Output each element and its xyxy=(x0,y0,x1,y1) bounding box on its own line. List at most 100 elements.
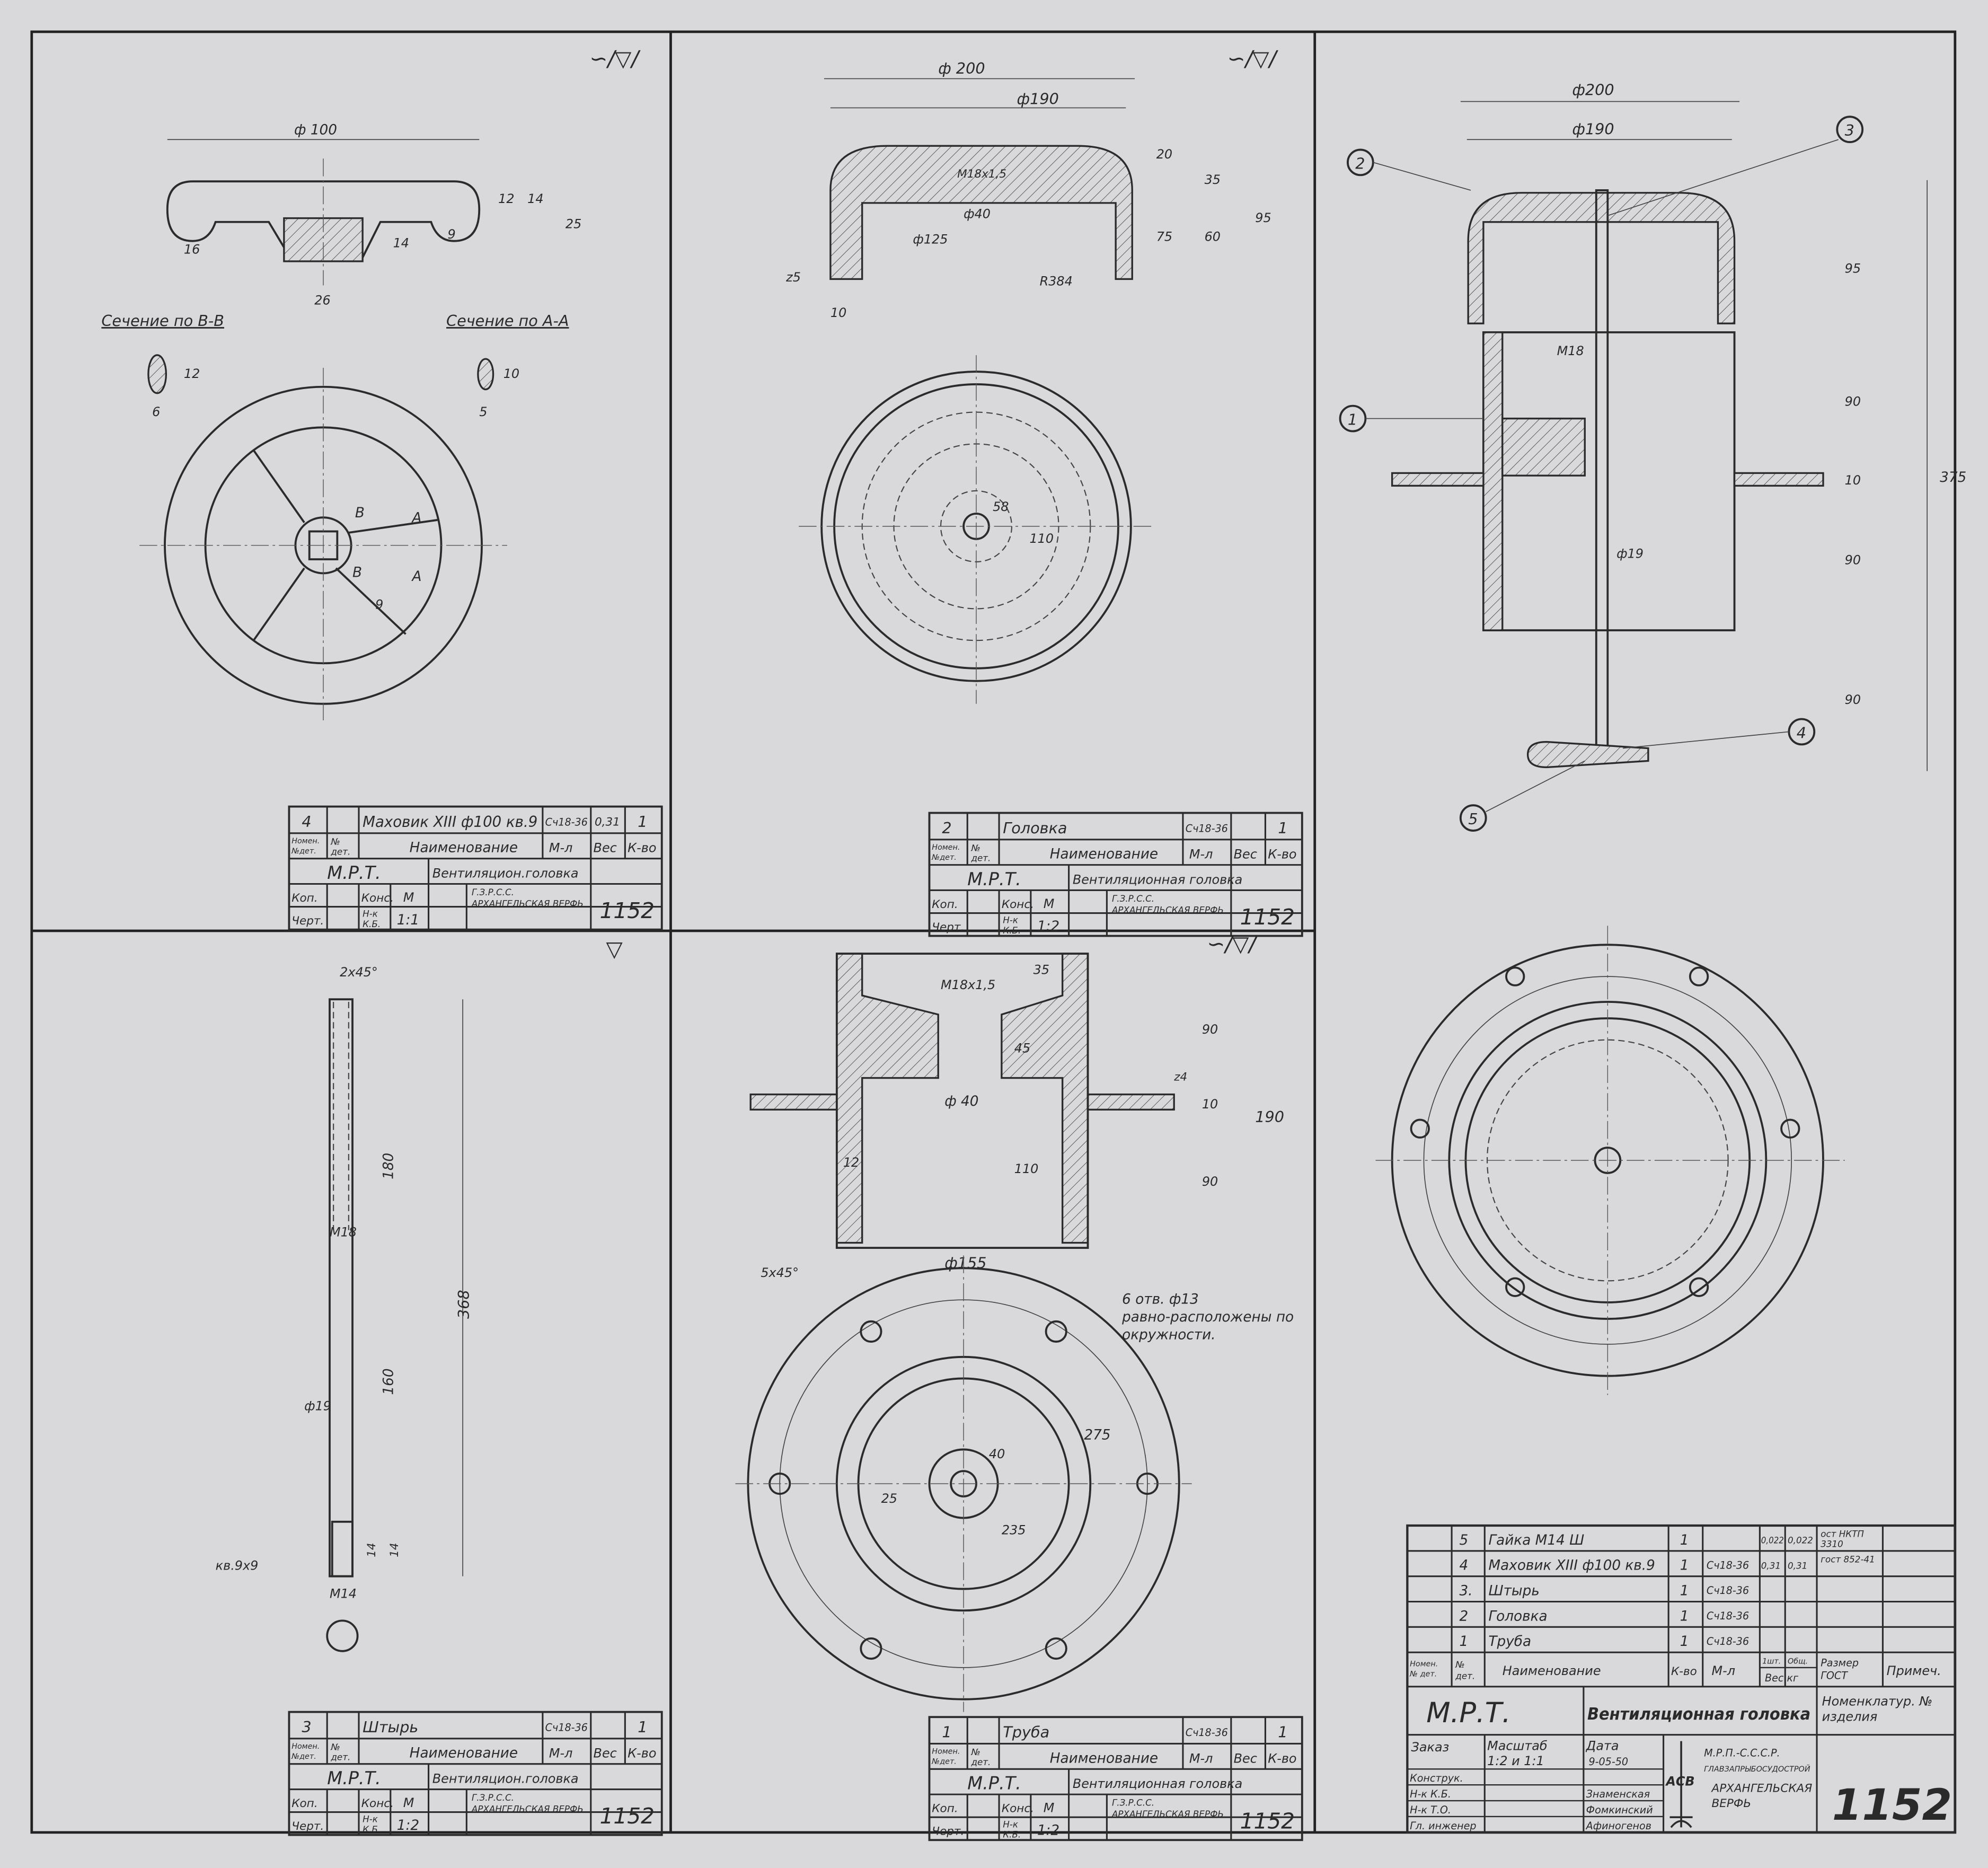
text-line: К.Б. xyxy=(1003,1829,1021,1839)
balloon-label: 3 xyxy=(1845,121,1854,139)
dimension-label: 14 xyxy=(388,1543,401,1557)
row-label: Черт. xyxy=(291,1820,324,1833)
drawing-number: 1152 xyxy=(1240,904,1295,930)
header-weight: Вес xyxy=(594,841,617,856)
dimension-label: 14 xyxy=(365,1543,378,1557)
text-line: К.Б. xyxy=(1003,925,1021,936)
logo-text: АСВ xyxy=(1665,1774,1694,1788)
bom-qty: 1 xyxy=(1680,1558,1689,1574)
header-nomen: Номен. №дет. xyxy=(931,843,962,862)
header-no: № дет. xyxy=(1455,1659,1475,1681)
dimension-label: 90 xyxy=(1845,394,1861,409)
text-line: Н-к xyxy=(1003,915,1021,926)
dimension-label: 2х45° xyxy=(340,965,378,980)
organization: М.Р.Т. xyxy=(967,1773,1021,1794)
part-number: 1 xyxy=(942,1723,951,1741)
dimension-label: 14 xyxy=(527,191,543,206)
text-line: дет. xyxy=(970,1757,991,1767)
header-weight: Вес xyxy=(1234,847,1257,862)
header-nomen: Номен. №дет. xyxy=(291,1742,322,1761)
text-line: №дет. xyxy=(291,847,316,856)
nomenclature-label: Номенклатур. № изделия xyxy=(1822,1694,1937,1724)
dimension-label: 75 xyxy=(1156,230,1172,244)
part-name: Маховик XIII ф100 кв.9 xyxy=(363,813,537,831)
dimension-label: ф 200 xyxy=(938,59,985,77)
text-line: Н-к xyxy=(363,1814,381,1825)
dimension-label: 180 xyxy=(381,1153,397,1179)
dimension-label: 58 xyxy=(993,499,1009,514)
dimension-label: 25 xyxy=(881,1491,897,1506)
text-line: Размер xyxy=(1821,1657,1862,1669)
part-name: Головка xyxy=(1003,819,1067,837)
dimension-label: ф 40 xyxy=(944,1094,978,1109)
text-line: Г.З.Р.С.С. xyxy=(472,1792,517,1803)
scale-value: 1:2 xyxy=(397,1818,419,1834)
text-line: Г.З.Р.С.С. xyxy=(1112,1797,1157,1808)
drawing-number: 1152 xyxy=(600,898,655,923)
role-label: Гл. инженер xyxy=(1410,1820,1476,1832)
bom-name: Труба xyxy=(1488,1634,1531,1650)
block-border xyxy=(288,1711,663,1836)
header-qty: К-во xyxy=(1671,1665,1697,1678)
text-line: Номен. xyxy=(291,837,322,845)
quantity: 1 xyxy=(1278,1723,1287,1741)
section-marker: А xyxy=(411,510,421,526)
text-line: Номенклатур. № xyxy=(1822,1694,1937,1709)
dimension-label: ф19 xyxy=(1616,547,1644,561)
block-border xyxy=(1406,1524,1956,1834)
dimension-label: ф40 xyxy=(964,207,991,222)
dimension-label: ф200 xyxy=(1572,81,1614,99)
organization: М.Р.Т. xyxy=(327,862,381,883)
bom-standard: гост 852-41 xyxy=(1821,1554,1875,1564)
dimension-label: 9 xyxy=(375,597,383,612)
header-weight: Вес xyxy=(594,1746,617,1761)
plant-name: Г.З.Р.С.С. АРХАНГЕЛЬСКАЯ ВЕРФЬ xyxy=(1111,1797,1224,1820)
dimension-label: 90 xyxy=(1202,1022,1218,1037)
balloon-label: 2 xyxy=(1355,154,1365,172)
dimension-label: 20 xyxy=(1156,147,1172,162)
dimension-label: М18 xyxy=(330,1225,357,1240)
anchor-icon xyxy=(1669,1741,1693,1828)
part-number: 4 xyxy=(302,813,311,831)
dimension-label: z4 xyxy=(1173,1070,1187,1083)
bom-name: Головка xyxy=(1488,1608,1547,1624)
dimension-label: 12 xyxy=(843,1155,859,1170)
surface-finish-mark: ∽/▽/ xyxy=(589,46,641,72)
dimension-label: 5 xyxy=(479,404,487,419)
drawing-number: 1152 xyxy=(1240,1809,1295,1834)
bom-no: 1 xyxy=(1459,1634,1468,1650)
text-line: К.Б. xyxy=(363,1824,381,1835)
dimension-label: М18 xyxy=(1557,343,1584,358)
dimension-label: 90 xyxy=(1845,692,1861,707)
dimension-label: 275 xyxy=(1084,1427,1110,1443)
plant-name: Г.З.Р.С.С. АРХАНГЕЛЬСКАЯ ВЕРФЬ xyxy=(471,887,584,909)
header-no: № дет. xyxy=(330,836,350,857)
asv-logo: АСВ xyxy=(1665,1741,1695,1828)
dimension-label: М18х1,5 xyxy=(957,168,1006,181)
dimension-label: 95 xyxy=(1255,210,1271,225)
bom-name: Маховик XIII ф100 кв.9 xyxy=(1488,1558,1655,1574)
text-line: АРХАНГЕЛЬСКАЯ ВЕРФЬ xyxy=(1111,1809,1224,1819)
part-name: Труба xyxy=(1003,1723,1049,1741)
header-weight: Вес xyxy=(1234,1751,1257,1766)
dimension-label: R384 xyxy=(1040,274,1073,288)
row-label: Конс. xyxy=(1002,1802,1034,1816)
dimension-label: 10 xyxy=(1845,473,1861,488)
dimension-label: 45 xyxy=(1014,1041,1030,1056)
order-label: Заказ xyxy=(1411,1740,1450,1755)
drawing-title: Вентиляционная головка xyxy=(1073,1776,1242,1791)
header-quantity: К-во xyxy=(628,1746,656,1761)
dimension-label: 10 xyxy=(830,305,846,320)
bom-qty: 1 xyxy=(1680,1583,1689,1599)
text-line: №дет. xyxy=(931,853,957,862)
header-name: Наименование xyxy=(410,840,518,856)
row-label: Коп. xyxy=(291,1797,317,1810)
dimension-label: 90 xyxy=(1202,1174,1218,1189)
text-line: изделия xyxy=(1822,1709,1878,1724)
row-label: Н-к К.Б. xyxy=(363,1814,381,1835)
